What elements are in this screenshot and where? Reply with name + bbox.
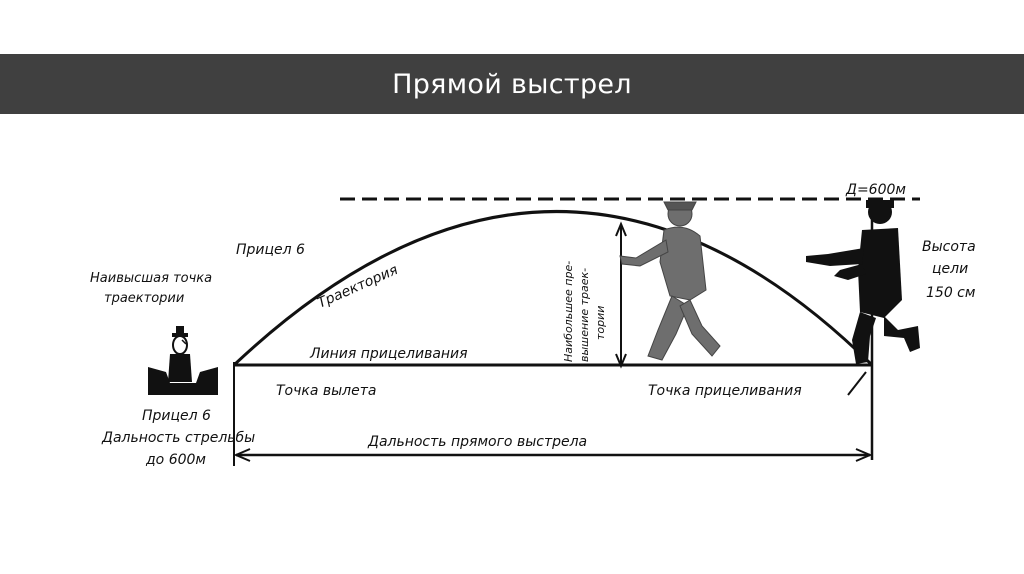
label-excess-2: вышение траек- <box>578 268 591 362</box>
running-soldier-icon <box>619 201 721 361</box>
shooter-icon <box>148 326 218 395</box>
label-sight6-top: Прицел 6 <box>236 242 305 258</box>
label-d600: Д=600м <box>845 182 906 198</box>
title-bar: Прямой выстрел <box>0 54 1024 114</box>
label-target-height-3: 150 см <box>926 285 976 301</box>
target-soldier-icon <box>806 200 920 364</box>
label-range-2: до 600м <box>145 452 206 468</box>
range-arrowhead-left <box>233 448 251 462</box>
label-excess-1: Наибольшее пре- <box>562 261 575 362</box>
page-title: Прямой выстрел <box>392 68 632 100</box>
label-direct-shot-range: Дальность прямого выстрела <box>367 434 587 450</box>
max-excess-arrowhead-top <box>615 221 627 237</box>
label-target-height-2: цели <box>932 261 968 277</box>
max-excess-arrowhead-bottom <box>615 353 627 369</box>
label-excess-3: тории <box>594 306 607 340</box>
label-highest-point-2: траектории <box>104 291 184 306</box>
range-arrowhead-right <box>855 448 873 462</box>
aim-point-pointer <box>847 371 867 396</box>
label-target-height-1: Высота <box>922 239 976 255</box>
label-aim-line: Линия прицеливания <box>309 346 468 362</box>
label-departure-point: Точка вылета <box>276 383 376 399</box>
label-highest-point-1: Наивысшая точка <box>90 271 212 286</box>
label-aim-point: Точка прицеливания <box>648 383 802 399</box>
label-range-1: Дальность стрельбы <box>101 430 255 446</box>
trajectory-curve <box>232 210 874 367</box>
label-sight6-bottom: Прицел 6 <box>142 408 211 424</box>
